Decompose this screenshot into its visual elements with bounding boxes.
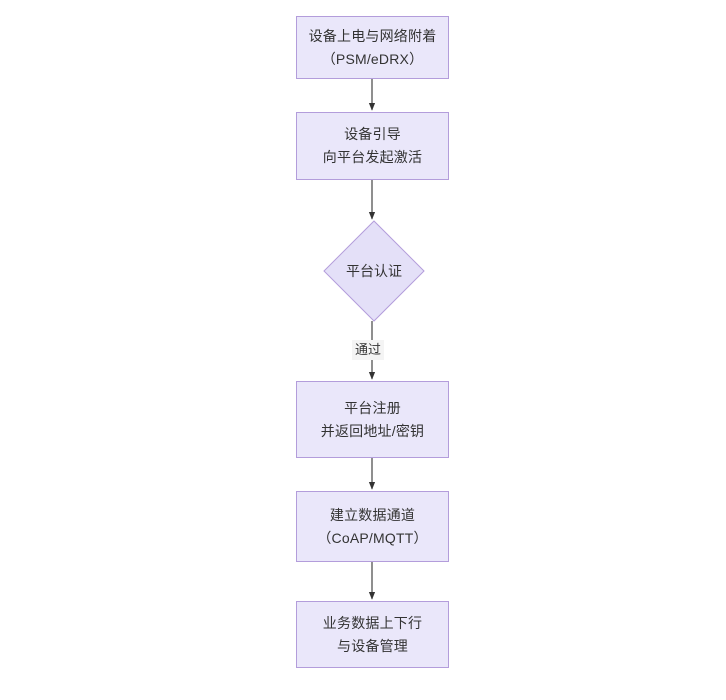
node-text-line: 业务数据上下行	[322, 614, 423, 631]
node-text-line: 向平台发起激活	[322, 149, 423, 165]
process-node-business-data[interactable]: 业务数据上下行 与设备管理	[296, 601, 449, 668]
process-node-power-on[interactable]: 设备上电与网络附着 （PSM/eDRX）	[296, 16, 449, 79]
decision-node-platform-auth[interactable]	[323, 220, 425, 322]
process-node-bootstrap[interactable]: 设备引导 向平台发起激活	[296, 112, 449, 180]
node-text-line: 与设备管理	[337, 637, 408, 654]
node-text-line: （PSM/eDRX）	[321, 50, 424, 67]
node-text-line: 建立数据通道	[329, 506, 416, 523]
node-text-line: 平台注册	[344, 399, 401, 416]
process-node-data-channel[interactable]: 建立数据通道 （CoAP/MQTT）	[296, 491, 449, 562]
edge-label-pass: 通过	[352, 340, 385, 360]
node-text-line: 设备引导	[344, 126, 401, 142]
node-text-line: 并返回地址/密钥	[320, 422, 425, 439]
node-text-line: 设备上电与网络附着	[308, 27, 437, 44]
process-node-platform-register[interactable]: 平台注册 并返回地址/密钥	[296, 381, 449, 458]
node-text-line: （CoAP/MQTT）	[317, 529, 428, 546]
